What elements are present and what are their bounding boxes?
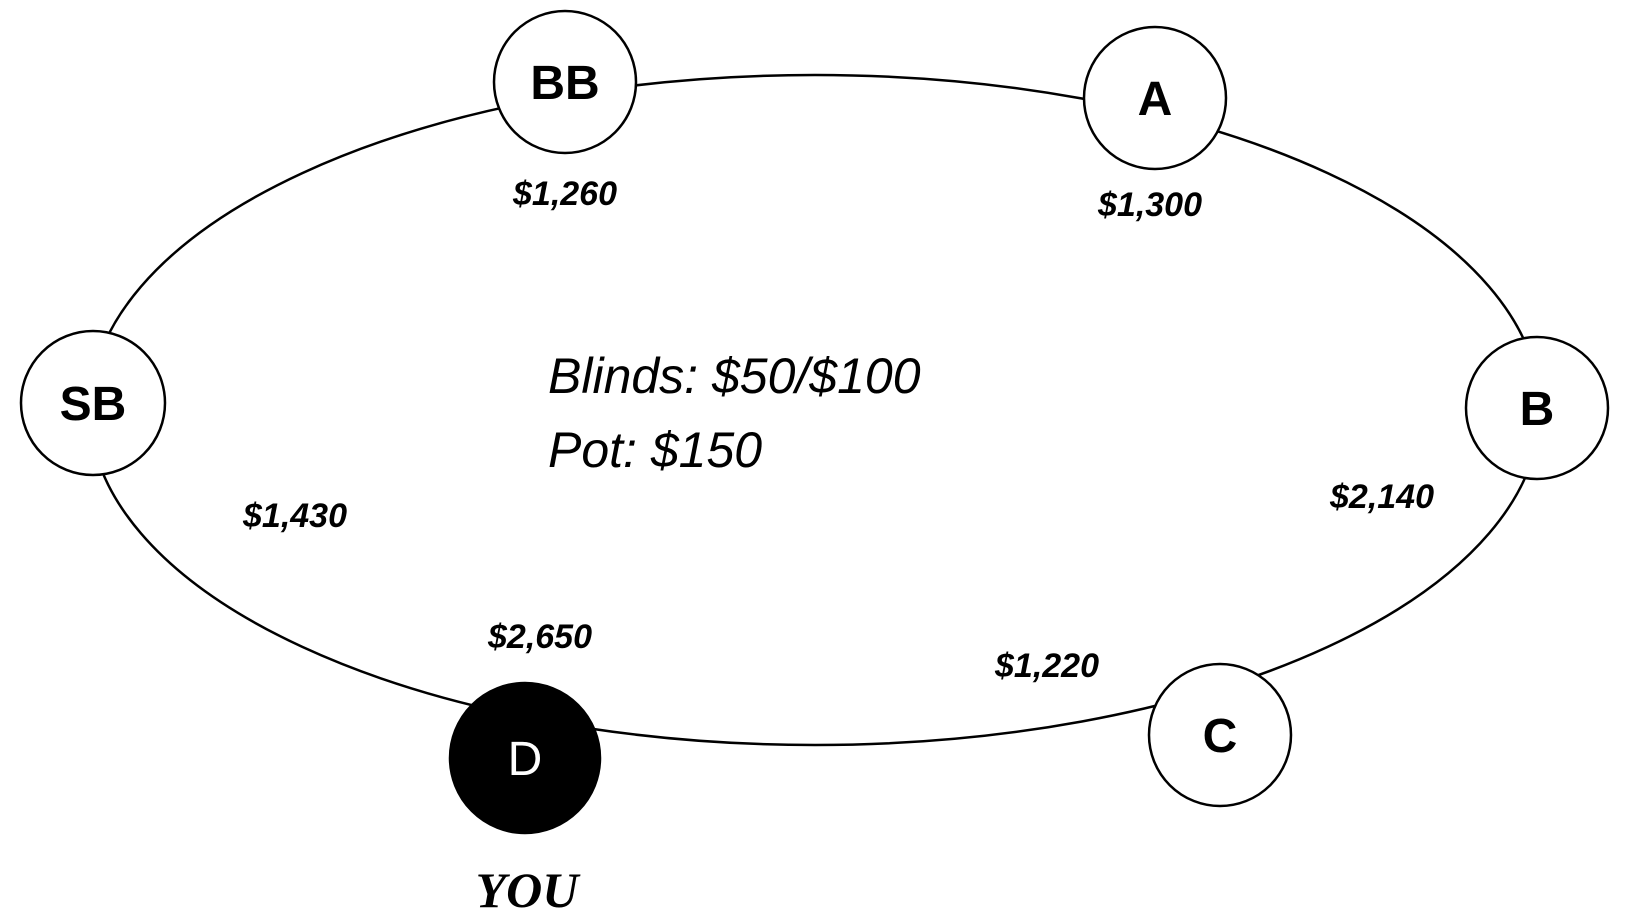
seat-bb-circle xyxy=(492,9,638,155)
seat-b-circle xyxy=(1464,335,1610,481)
seat-c-circle xyxy=(1147,662,1293,808)
seat-sb-label: SB xyxy=(60,378,127,431)
seat-d: D xyxy=(448,681,602,835)
seat-a: A xyxy=(1082,25,1228,171)
seat-sb-stack: $1,430 xyxy=(242,497,347,535)
seat-a-stack: $1,300 xyxy=(1097,186,1202,224)
seat-d-label: D xyxy=(508,733,543,786)
seat-sb: SB xyxy=(19,329,167,477)
table-outline xyxy=(88,73,1542,747)
blinds-text: Blinds: $50/$100 xyxy=(548,348,921,404)
seat-sb-circle xyxy=(19,329,167,477)
you-label: YOU xyxy=(476,862,582,918)
seat-bb-label: BB xyxy=(530,57,599,110)
seat-d-stack: $2,650 xyxy=(487,618,592,656)
pot-text: Pot: $150 xyxy=(548,422,762,478)
seat-b: B xyxy=(1464,335,1610,481)
seat-c-stack: $1,220 xyxy=(994,647,1099,685)
seat-c: C xyxy=(1147,662,1293,808)
seat-bb-stack: $1,260 xyxy=(512,175,617,213)
seat-b-stack: $2,140 xyxy=(1329,478,1434,516)
seat-d-circle xyxy=(448,681,602,835)
seat-c-label: C xyxy=(1203,710,1238,763)
seat-a-label: A xyxy=(1138,73,1173,126)
seat-bb: BB xyxy=(492,9,638,155)
seat-b-label: B xyxy=(1520,383,1555,436)
seat-a-circle xyxy=(1082,25,1228,171)
